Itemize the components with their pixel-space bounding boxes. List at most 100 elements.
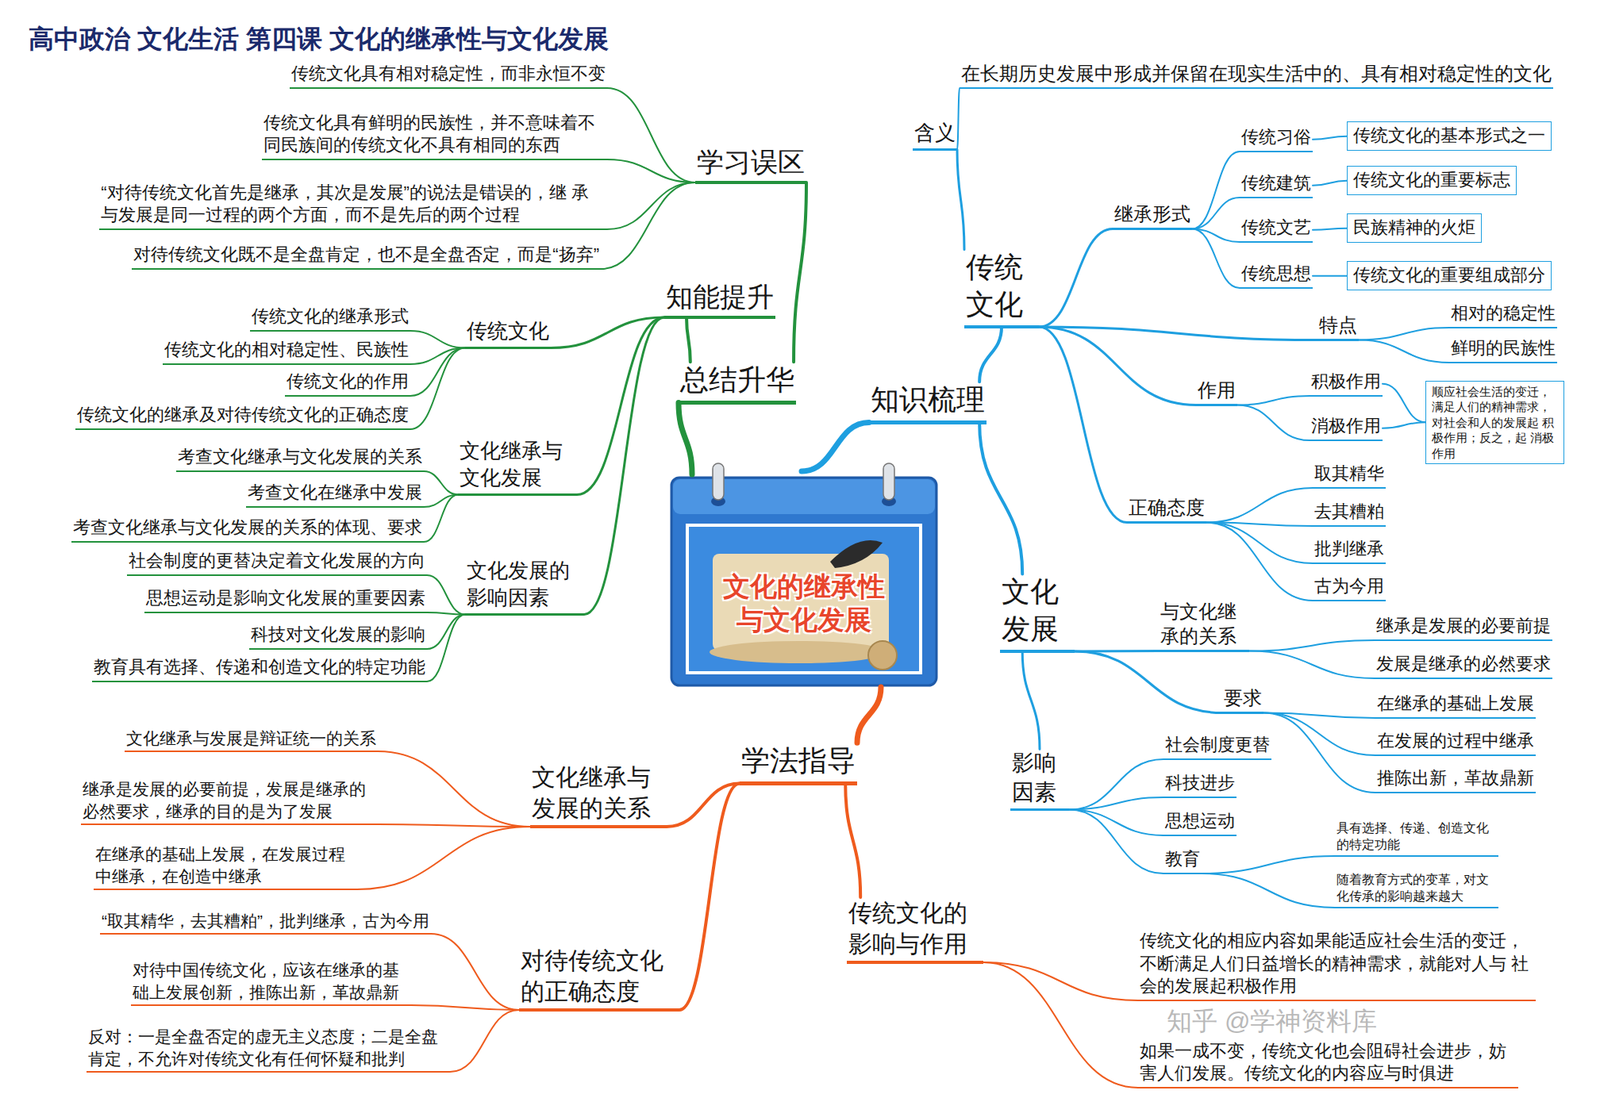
branch-connector <box>793 182 807 362</box>
branch-connector <box>1069 810 1164 837</box>
quill-feather <box>830 540 883 569</box>
branch-label: 如果一成不变，传统文化也会阻碍社会进步，妨 害人们发展。传统文化的内容应与时俱进 <box>1138 1040 1519 1089</box>
note-box: 顺应社会生活的变迁， 满足人们的精神需求， 对社会和人的发展起 积极作用；反之，… <box>1425 380 1565 466</box>
node-text: 与文化继 承的关系 <box>1160 599 1248 649</box>
branch-connector <box>1069 797 1164 811</box>
node-text: 传统文化具有相对稳定性，而非永恒不变 <box>291 62 606 86</box>
node-text: 古为今用 <box>1314 575 1385 599</box>
branch-label: 古为今用 <box>1312 575 1386 602</box>
node-text: 具有选择、传递、创造文化 的特定功能 <box>1336 820 1497 854</box>
branch-connector <box>550 317 665 349</box>
branch-connector <box>607 159 696 183</box>
branch-label: 影响 因素 <box>1010 749 1070 812</box>
branch-label: 消极作用 <box>1309 415 1383 442</box>
branch-connector <box>411 1005 520 1011</box>
branch-label: 对待中国传统文化，应该在继承的基 础上发展创新，推陈出新，革故鼎新 <box>130 959 412 1007</box>
branch-connector <box>423 471 458 496</box>
branch-connector <box>1312 180 1347 186</box>
branch-label: 文化继承与 文化发展 <box>457 438 577 497</box>
branch-connector <box>410 348 466 431</box>
note-box: 传统文化的基本形式之一 <box>1346 121 1552 151</box>
node-text: 作用 <box>1197 377 1236 403</box>
node-text: 对待传统文化既不是全盘肯定，也不是全盘否定，而是“扬弃” <box>133 243 600 267</box>
node-text: 文化 发展 <box>1001 573 1074 649</box>
branch-label: 传统文化的 影响与作用 <box>846 897 984 965</box>
branch-label: 科技进步 <box>1163 772 1237 799</box>
branch-label: 反对：一是全盘否定的虚无主义态度；二是全盘 肯定，不允许对传统文化有任何怀疑和批… <box>86 1026 450 1074</box>
branch-connector <box>430 934 520 1011</box>
branch-label: 思想运动 <box>1163 810 1237 837</box>
calendar-ring <box>883 463 895 500</box>
node-text: 继承是发展的必要前提 <box>1376 615 1551 639</box>
branch-connector <box>983 962 1139 1001</box>
node-text: 继承形式 <box>1114 201 1191 227</box>
node-text: 消极作用 <box>1311 415 1381 439</box>
node-text: 特点 <box>1319 312 1358 338</box>
branch-label: 科技对文化发展的影响 <box>249 623 427 650</box>
node-text: 顺应社会生活的变迁， 满足人们的精神需求， 对社会和人的发展起 积极作用；反之，… <box>1431 384 1558 462</box>
branch-label: 正确态度 <box>1126 495 1207 524</box>
branch-label: 考查文化继承与文化发展的关系 <box>176 446 424 473</box>
branch-connector <box>1201 873 1335 908</box>
branch-connector <box>1192 151 1240 230</box>
node-text: 社会制度更替 <box>1165 734 1270 758</box>
branch-connector <box>1201 856 1335 874</box>
center-topic: 文化的继承性 与文化发展 <box>715 569 893 638</box>
branch-connector <box>1038 326 1197 406</box>
branch-connector <box>1358 327 1450 341</box>
branch-label: 传统文化的继承形式 <box>250 305 411 332</box>
scroll-roll <box>868 641 897 670</box>
branch-label: 传统文化的作用 <box>284 370 411 397</box>
node-text: 传统文化的重要标志 <box>1353 169 1511 193</box>
branch-connector <box>1206 523 1313 602</box>
branch-label: 含义 <box>912 119 958 151</box>
branch-connector <box>1069 810 1164 875</box>
branch-label: 在继承的基础上发展，在发展过程 中继承，在创造中继承 <box>93 843 358 891</box>
node-text: 传统 文化 <box>965 249 1038 324</box>
calendar-body <box>671 477 937 686</box>
branch-connector <box>426 612 466 616</box>
branch-connector <box>1382 422 1426 428</box>
note-box: 传统文化的重要组成部分 <box>1346 261 1552 291</box>
node-text: 取其精华 <box>1314 462 1385 486</box>
branch-connector <box>1249 651 1375 680</box>
node-text: 如果一成不变，传统文化也会阻碍社会进步，妨 害人们发展。传统文化的内容应与时俱进 <box>1139 1040 1517 1086</box>
branch-connector <box>377 751 531 827</box>
node-text: 文化继承与 发展的关系 <box>531 761 666 824</box>
branch-connector <box>1022 651 1040 750</box>
node-text: 传统文化的基本形式之一 <box>1353 124 1546 148</box>
branch-label: 传统文化 <box>465 318 551 350</box>
branch-connector <box>1038 326 1127 524</box>
branch-connector <box>1069 759 1164 811</box>
node-text: 正确态度 <box>1128 495 1205 520</box>
branch-connector <box>576 317 665 496</box>
branch-label: 传统文艺 <box>1239 216 1313 243</box>
node-text: 传统文化的继承及对待传统文化的正确态度 <box>76 403 409 427</box>
page-title: 高中政治 文化生活 第四课 文化的继承性与文化发展 <box>28 22 609 58</box>
node-text: 传统建筑 <box>1241 172 1312 196</box>
node-text: 含义 <box>914 119 956 147</box>
calendar-panel <box>687 525 921 674</box>
node-text: 传统文化具有鲜明的民族性，并不意味着不 同民族间的传统文化不具有相同的东西 <box>263 111 606 158</box>
branch-label: 鲜明的民族性 <box>1449 337 1558 364</box>
branch-connector <box>983 962 1139 1089</box>
branch-label: 知识梳理 <box>869 381 987 425</box>
branch-connector <box>1038 229 1113 328</box>
node-text: 传统文化的继承形式 <box>251 305 409 329</box>
node-text: 传统文艺 <box>1241 216 1312 240</box>
branch-connector <box>801 423 870 473</box>
node-text: 影响 因素 <box>1011 749 1068 808</box>
branch-label: 继承是发展的必要前提，发展是继承的 必然要求，继承的目的是为了发展 <box>80 778 378 826</box>
branch-connector <box>857 687 881 743</box>
branch-connector <box>410 330 466 349</box>
branch-label: 传统 文化 <box>964 249 1039 329</box>
branch-connector <box>1249 640 1375 652</box>
branch-connector <box>426 615 466 650</box>
branch-label: 积极作用 <box>1309 370 1383 397</box>
branch-connector <box>1074 651 1223 714</box>
node-text: 学法指导 <box>741 742 856 781</box>
branch-connector <box>686 317 691 362</box>
node-text: 批判继承 <box>1314 538 1385 562</box>
branch-label: 传统建筑 <box>1239 172 1313 199</box>
